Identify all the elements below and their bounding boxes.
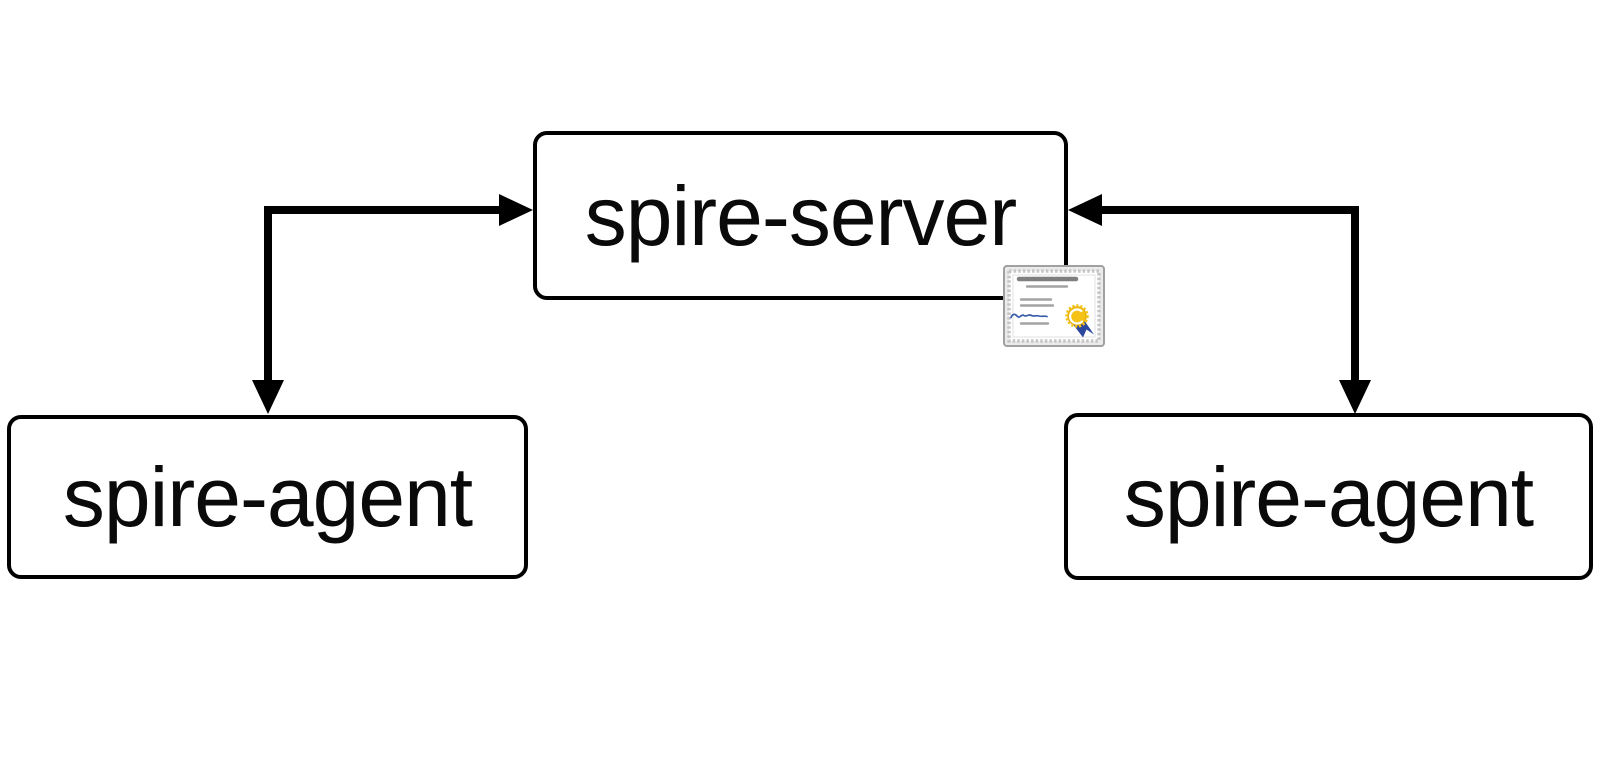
node-spire-agent-left-label: spire-agent [62,450,473,544]
certificate-signature [1010,313,1048,319]
arrowhead-into-agent-left-icon [252,380,284,414]
edge-agent-left-to-server [252,194,533,414]
node-spire-server-label: spire-server [584,168,1017,263]
certificate-icon [1003,265,1105,347]
edge-right-line [1102,206,1359,381]
certificate-seal-scallop [1065,304,1089,328]
arrowhead-into-server-left-icon [499,194,533,226]
certificate-seal-highlight [1069,308,1084,325]
arrowhead-into-agent-right-icon [1339,380,1371,414]
node-spire-agent-right: spire-agent [1064,413,1593,580]
edge-left-line [264,206,500,381]
arrowhead-into-server-right-icon [1068,194,1102,226]
node-spire-agent-left: spire-agent [7,415,528,579]
node-spire-agent-right-label: spire-agent [1123,449,1534,544]
node-spire-server: spire-server [533,131,1068,300]
edge-agent-right-to-server [1068,194,1371,414]
